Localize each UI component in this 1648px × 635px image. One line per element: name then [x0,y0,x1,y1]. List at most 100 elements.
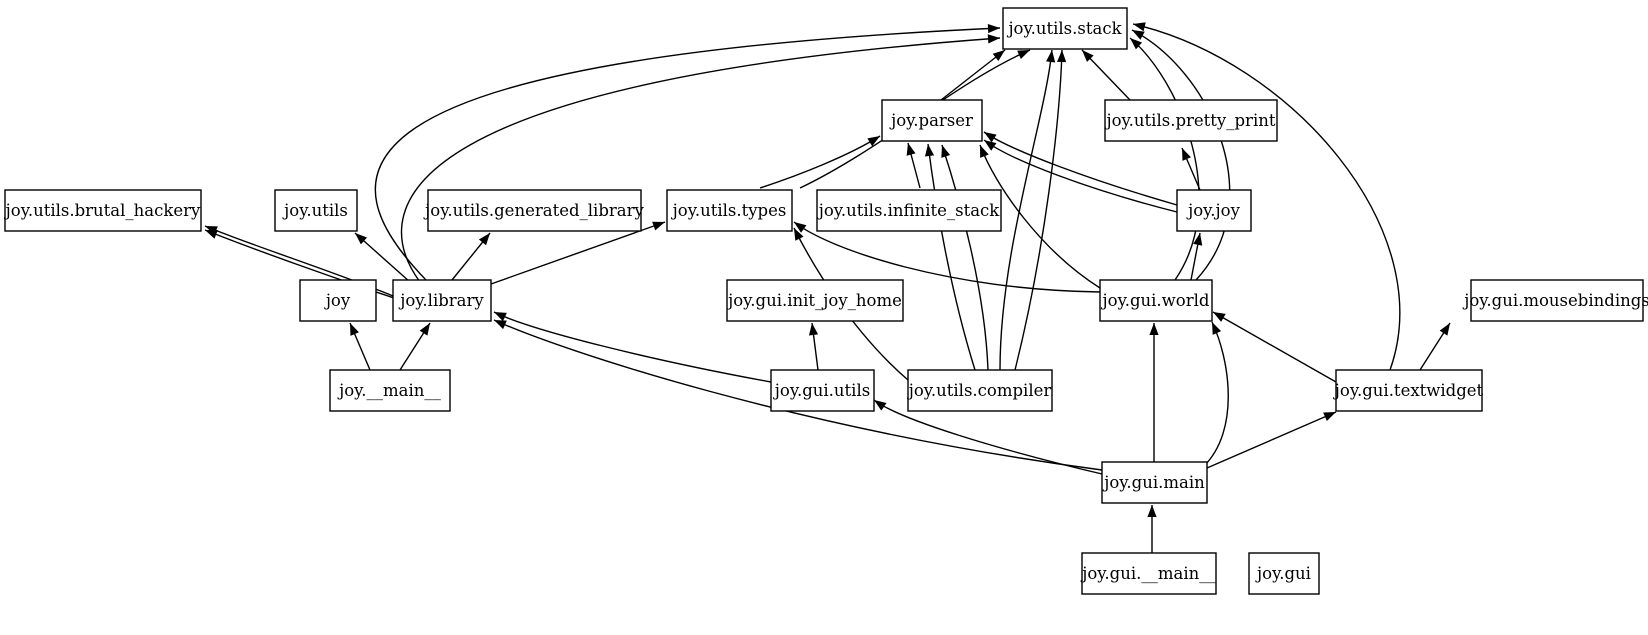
node-box[interactable] [1248,552,1320,595]
node-label: joy.utils.brutal_hackery [4,201,201,220]
arrow-head-icon [808,323,819,336]
arrow-head-icon [1193,233,1203,246]
edge-joyjoy-to-parser [983,139,1178,213]
edge-compiler-to-parser [924,143,976,371]
node-joy[interactable]: joy [299,279,377,322]
edge-world-to-joyjoy [1190,232,1203,281]
node-box[interactable] [1101,461,1208,504]
edge-line [374,27,1001,281]
node-label: joy.gui.main [1102,473,1205,492]
arrow-head-icon [1182,148,1191,161]
node-box[interactable] [726,279,904,322]
node-generated_library[interactable]: joy.utils.generated_library [423,189,644,232]
node-parser[interactable]: joy.parser [881,99,983,142]
node-compiler[interactable]: joy.utils.compiler [907,369,1053,412]
node-box[interactable] [1470,279,1644,322]
arrow-head-icon [984,132,997,143]
arrow-head-icon [419,323,430,336]
edge-gui_main-to-world [1149,323,1159,462]
node-gui[interactable]: joy.gui [1248,552,1320,595]
arrow-head-icon [478,233,490,246]
arrow-head-icon [494,312,507,322]
arrow-head-icon [992,50,1005,62]
node-infinite_stack[interactable]: joy.utils.infinite_stack [816,189,1002,232]
node-label: joy.joy [1186,201,1240,220]
node-box[interactable] [299,279,377,322]
node-label: joy.gui.__main__ [1080,564,1216,583]
node-library[interactable]: joy.library [392,279,492,322]
node-box[interactable] [1099,279,1213,322]
node-box[interactable] [1081,552,1217,595]
node-box[interactable] [907,369,1053,412]
arrow-head-icon [794,228,804,241]
node-joyjoy[interactable]: joy.joy [1176,189,1252,232]
arrow-head-icon [205,230,218,239]
edge-line [927,143,976,371]
node-label: joy.gui.world [1101,291,1210,310]
edge-line [1129,37,1200,281]
edge-library-to-stack [374,23,1001,281]
edge-parser-to-stack [940,49,1006,101]
edge-line [1131,29,1231,281]
node-box[interactable] [274,189,358,232]
node-box[interactable] [666,189,793,232]
node-box[interactable] [329,369,451,412]
edge-compiler-to-stack [1014,49,1067,371]
node-box[interactable] [427,189,642,232]
node-mousebindings[interactable]: joy.gui.mousebindings [1462,279,1648,322]
node-gui_main[interactable]: joy.gui.main [1101,461,1208,504]
node-init_joy_home[interactable]: joy.gui.init_joy_home [726,279,904,322]
node-box[interactable] [1335,369,1483,412]
edge-gui_main-to-textwidget [1206,411,1337,469]
node-label: joy.gui.utils [773,381,870,400]
node-box[interactable] [1176,189,1252,232]
edges-layer [204,22,1451,553]
node-textwidget[interactable]: joy.gui.textwidget [1333,369,1484,412]
node-pretty_print[interactable]: joy.utils.pretty_print [1104,99,1278,142]
node-gui__main_[interactable]: joy.gui.__main__ [1080,552,1217,595]
arrow-head-icon [652,221,665,231]
edge-library-to-stack [401,34,1001,283]
node-box[interactable] [392,279,492,322]
arrow-head-icon [1147,505,1157,517]
arrow-head-icon [1017,50,1030,60]
node-box[interactable] [881,99,983,142]
edge-line [493,311,772,383]
edge-pretty_print-to-stack [1081,49,1131,101]
node-box[interactable] [816,189,1002,232]
node-brutal_hackery[interactable]: joy.utils.brutal_hackery [4,189,202,232]
node-box[interactable] [4,189,202,232]
edge-gui_main-to-gui_utils [873,399,1103,475]
edge-textwidget-to-world [1212,311,1337,383]
edge-line [204,229,401,301]
arrow-head-icon [1439,323,1450,336]
node-label: joy.utils.pretty_print [1105,111,1276,130]
edge-line [979,144,1101,289]
arrow-head-icon [924,144,935,157]
arrow-head-icon [1149,323,1159,335]
edge-line [941,144,989,371]
node-main_[interactable]: joy.__main__ [329,369,451,412]
node-box[interactable] [770,369,875,412]
node-box[interactable] [1104,99,1278,142]
edge-gui_main-to-library [493,319,1103,471]
node-types[interactable]: joy.utils.types [666,189,793,232]
edge-infinite_stack-to-parser [906,142,921,189]
node-label: joy.gui.textwidget [1333,381,1484,400]
edge-line [999,49,1053,371]
edge-main_-to-library [399,322,431,371]
arrow-head-icon [350,323,359,336]
node-world[interactable]: joy.gui.world [1099,279,1213,322]
edge-line [793,221,1101,293]
edge-line [873,399,1103,475]
node-utils[interactable]: joy.utils [274,189,358,232]
node-stack[interactable]: joy.utils.stack [1002,7,1128,50]
node-box[interactable] [1002,7,1128,50]
node-label: joy.utils.infinite_stack [817,201,1001,220]
edge-types-to-parser [759,135,881,189]
node-gui_utils[interactable]: joy.gui.utils [770,369,875,412]
arrow-head-icon [1057,50,1067,63]
arrow-head-icon [941,145,951,158]
node-label: joy.gui [1255,564,1311,583]
